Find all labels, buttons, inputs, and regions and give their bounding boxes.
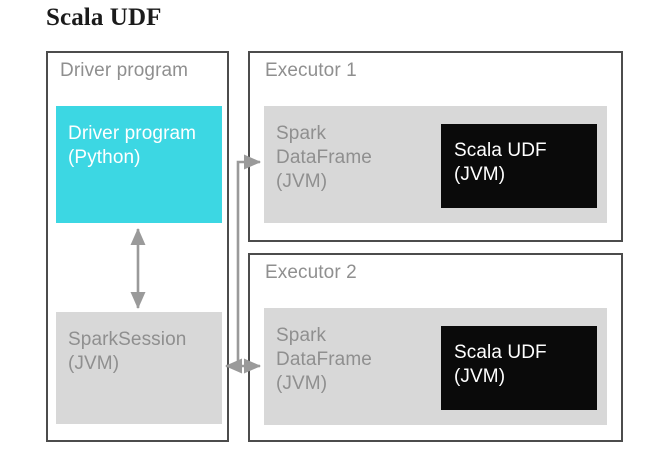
executor-2-caption: Executor 2 (265, 262, 357, 283)
driver-program-python-block: Driver program (Python) (56, 106, 222, 223)
executor-1-caption: Executor 1 (265, 60, 357, 81)
page-title: Scala UDF (46, 4, 162, 31)
driver-program-caption: Driver program (60, 60, 189, 81)
executor-2-scala-udf-block: Scala UDF (JVM) (441, 326, 597, 410)
spark-session-block: SparkSession (JVM) (56, 312, 222, 424)
executor-1-scala-udf-block: Scala UDF (JVM) (441, 124, 597, 208)
